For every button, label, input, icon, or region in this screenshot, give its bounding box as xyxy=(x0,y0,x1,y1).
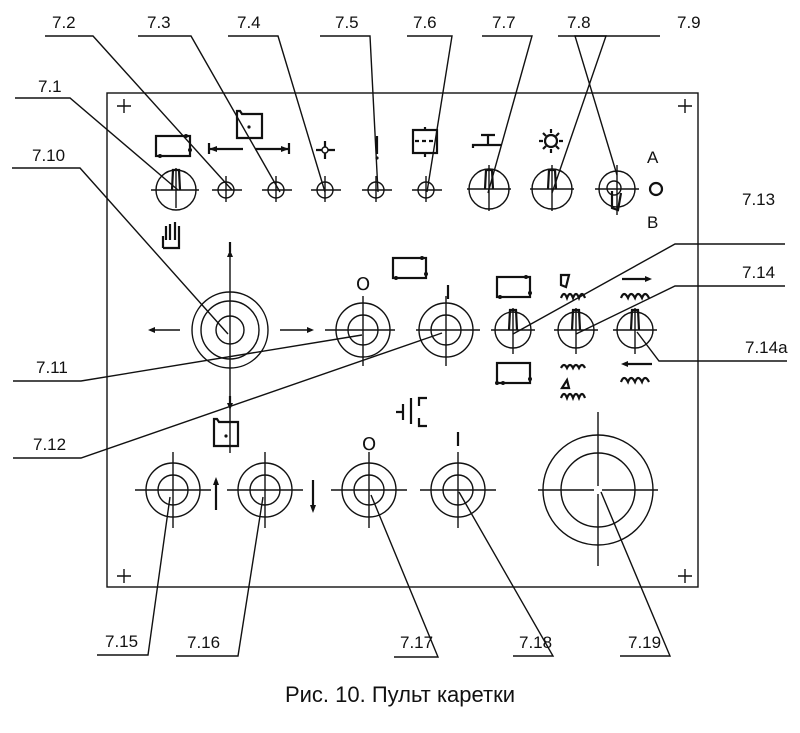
callout-7-7: 7.7 xyxy=(492,13,516,32)
off-symbol-bottom: O xyxy=(362,434,376,455)
callout-7-1: 7.1 xyxy=(38,77,62,96)
panel-outline xyxy=(106,92,699,588)
callout-7-13: 7.13 xyxy=(742,190,775,209)
joystick-7-10[interactable] xyxy=(148,242,314,453)
corner-mark-top-left xyxy=(117,99,131,113)
callout-7-6: 7.6 xyxy=(413,13,437,32)
arrow-down-icon xyxy=(310,480,316,513)
callout-7-14a: 7.14а xyxy=(745,338,788,357)
rotary-switch-7-14[interactable] xyxy=(554,308,598,354)
callout-7-18: 7.18 xyxy=(519,633,552,652)
corner-mark-bottom-right xyxy=(678,569,692,583)
callout-7-3: 7.3 xyxy=(147,13,171,32)
thread-cutter-icon-upper xyxy=(559,273,587,302)
rotary-switch-7-14a[interactable] xyxy=(613,308,657,354)
emergency-stop-button-7-19[interactable] xyxy=(538,412,658,566)
indicator-7-5 xyxy=(362,176,392,202)
callout-7-19: 7.19 xyxy=(628,633,661,652)
callout-7-5: 7.5 xyxy=(335,13,359,32)
jog-up-button-7-15[interactable] xyxy=(135,452,211,528)
lamp-indicator-7-9 xyxy=(648,181,664,197)
coolant-tap-icon xyxy=(471,133,501,148)
thread-feed-left-icon xyxy=(619,361,652,385)
callout-7-15: 7.15 xyxy=(105,632,138,651)
callout-7-2: 7.2 xyxy=(52,13,76,32)
off-symbol: O xyxy=(356,274,370,295)
leader-lines xyxy=(12,35,787,658)
clutch-symbol-icon xyxy=(396,396,427,428)
clamp-box-icon xyxy=(411,127,439,157)
callout-7-11: 7.11 xyxy=(36,358,68,377)
callout-7-8: 7.8 xyxy=(567,13,591,32)
travel-length-icon xyxy=(207,109,291,154)
cycle-rectangle-icon-upper xyxy=(495,275,532,299)
callout-7-12: 7.12 xyxy=(33,435,66,454)
manual-hand-icon xyxy=(161,222,181,250)
callout-7-17: 7.17 xyxy=(400,633,433,652)
corner-mark-bottom-left xyxy=(117,569,131,583)
position-b-label: B xyxy=(647,213,658,232)
start-button-7-12[interactable] xyxy=(416,296,480,366)
travel-box-icon-bottom xyxy=(212,417,240,448)
rotary-switch-7-8[interactable] xyxy=(530,165,574,211)
callout-7-14: 7.14 xyxy=(742,263,775,282)
cycle-rectangle-icon-lower xyxy=(495,361,532,385)
stop-button-7-11[interactable] xyxy=(325,296,395,366)
thread-cutter-icon-lower xyxy=(559,363,587,402)
corner-mark-top-right xyxy=(678,99,692,113)
callout-7-10: 7.10 xyxy=(32,146,65,165)
indicator-7-4 xyxy=(311,176,341,202)
jog-down-button-7-16[interactable] xyxy=(227,452,303,528)
start-button-7-18[interactable] xyxy=(420,452,496,528)
figure-caption: Рис. 10. Пульт каретки xyxy=(285,682,515,707)
rotary-switch-7-1[interactable] xyxy=(151,168,199,211)
cycle-rectangle-icon xyxy=(154,134,192,158)
toggle-switch-7-9[interactable] xyxy=(595,165,639,215)
callout-7-4: 7.4 xyxy=(237,13,261,32)
rotary-switch-7-13[interactable] xyxy=(491,308,535,354)
lamp-light-icon xyxy=(539,129,563,153)
cycle-rectangle-icon-middle xyxy=(391,256,428,280)
callout-7-9: 7.9 xyxy=(677,13,701,32)
thread-feed-right-icon xyxy=(619,276,652,301)
crosshair-position-icon xyxy=(316,141,335,159)
stop-button-7-17[interactable] xyxy=(331,452,407,528)
arrow-up-icon xyxy=(213,477,219,510)
indicator-7-3 xyxy=(262,176,292,202)
position-a-label: A xyxy=(647,148,659,167)
callout-7-16: 7.16 xyxy=(187,633,220,652)
indicator-7-2 xyxy=(212,176,242,202)
